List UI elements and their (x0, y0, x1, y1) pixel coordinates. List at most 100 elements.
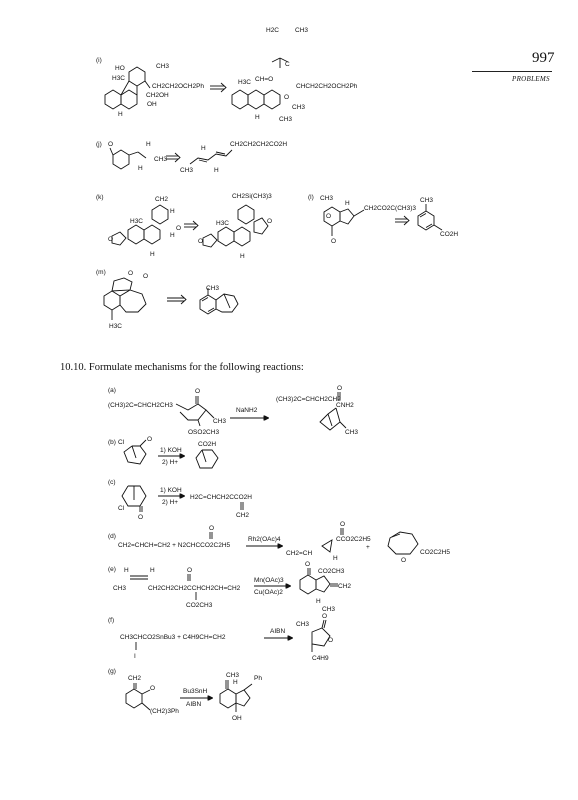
i-h: H (118, 111, 123, 118)
structure-j-precursor (189, 149, 233, 165)
i-ch3: CH3 (156, 63, 169, 70)
f-i: I (134, 653, 136, 660)
i-h3c: H3C (112, 75, 125, 82)
part-label-l: (l) (308, 194, 314, 201)
e-co2-b: CO2CH3 (318, 568, 345, 575)
f-c4h9: C4H9 (312, 655, 329, 662)
f-ch3: CH3 (296, 621, 309, 628)
i-chain-b: CHCH2CH2OCH2Ph (296, 83, 358, 90)
e-chain: CH2CH2CH2CCHCH2CH=CH2 (148, 585, 241, 592)
i-cho: CH=O (255, 76, 273, 83)
m-h3c: H3C (109, 323, 122, 330)
f-o2: O (328, 637, 333, 644)
e-o2: O (305, 561, 310, 568)
e-o: O (187, 567, 192, 574)
i-oh: OH (147, 101, 157, 108)
header-rule (472, 71, 552, 72)
m-o2: O (143, 273, 148, 280)
part-label-k: (k) (96, 194, 104, 201)
j-h3: H (201, 145, 206, 152)
structure-a-product (319, 407, 347, 431)
running-head: PROBLEMS (512, 75, 550, 83)
i-ch2oh: CH2OH (146, 92, 169, 99)
e-h2: H (150, 567, 155, 574)
a-product: (CH3)2C=CHCH2CH2 (276, 396, 341, 403)
a-reagent: NaNH2 (236, 407, 258, 414)
structure-e-product (299, 568, 338, 595)
k-h1: H (170, 208, 175, 215)
c-r2: 2) H+ (162, 499, 178, 506)
i-o: O (284, 94, 289, 101)
structure-a-reactant (175, 396, 215, 427)
j-ch3-b: CH3 (180, 167, 193, 174)
b-cl: Cl (118, 439, 125, 446)
l-co2h: CO2H (440, 231, 458, 238)
structure-k-precursor (202, 204, 269, 248)
i-ch3-d: CH3 (279, 116, 292, 123)
c-cl: Cl (118, 505, 125, 512)
structure-d-byproduct (387, 531, 419, 555)
k-o4: O (198, 238, 203, 245)
e-ch3-b: CH3 (322, 606, 335, 613)
e-h1: H (124, 567, 129, 574)
i-h2c: H2C (266, 27, 279, 34)
f-o: O (322, 613, 327, 620)
j-h4: H (214, 167, 219, 174)
m-ch3: CH3 (206, 285, 219, 292)
d-co2-b: CO2C2H5 (420, 549, 450, 556)
problem-heading: 10.10. Formulate mechanisms for the foll… (60, 362, 304, 373)
c-ch2: CH2 (236, 512, 249, 519)
part-label-a: (a) (108, 387, 116, 394)
k-h4: H (240, 253, 245, 260)
g-oh: OH (232, 715, 242, 722)
e-r2: Cu(OAc)2 (254, 589, 283, 596)
part-label-g: (g) (108, 668, 116, 675)
a-reactant: (CH3)2C=CHCH2CH3 (108, 402, 173, 409)
part-label-m: (m) (96, 269, 106, 276)
structure-j-target (109, 147, 147, 170)
structure-i-target (104, 66, 151, 110)
m-o: O (128, 270, 133, 277)
structure-g-reactant (125, 683, 151, 711)
i-ch3-c: CH3 (292, 104, 305, 111)
d-o3: O (401, 557, 406, 564)
b-r1: 1) KOH (160, 447, 182, 454)
structure-m-target (103, 277, 147, 320)
g-chain: (CH2)3Ph (150, 708, 179, 715)
structure-l-target (323, 206, 365, 236)
e-ch2: CH2 (338, 583, 351, 590)
structure-b-reactant (123, 439, 147, 465)
i-h3c-b: H3C (238, 79, 251, 86)
g-ch2: CH2 (128, 675, 141, 682)
g-ch3: CH3 (226, 672, 239, 679)
b-co2h: CO2H (198, 441, 216, 448)
j-h2: H (138, 165, 143, 172)
d-plus: + (366, 544, 370, 551)
structure-i-precursor (231, 57, 289, 110)
g-o: O (150, 685, 155, 692)
d-cco2: CCO2C2H5 (336, 536, 371, 543)
a-cnh2: CNH2 (336, 402, 354, 409)
d-reagent: Rh2(OAc)4 (248, 536, 281, 543)
i-ch3-b: CH3 (295, 27, 308, 34)
part-label-e: (e) (108, 566, 116, 573)
e-r1: Mn(OAc)3 (254, 577, 284, 584)
k-o: O (176, 225, 181, 232)
l-chain: CH2CO2C(CH3)3 (364, 205, 416, 212)
structure-m-precursor (199, 288, 239, 315)
d-h: H (333, 555, 338, 562)
i-h-b: H (255, 114, 260, 121)
k-h3c-b: H3C (216, 220, 229, 227)
l-o2: O (331, 238, 336, 245)
j-chain: CH2CH2CH2CO2H (230, 141, 287, 148)
f-reactant: CH3CHCO2SnBu3 + C4H9CH=CH2 (120, 634, 226, 641)
j-ch3: CH3 (154, 156, 167, 163)
a-ch3-b: CH3 (345, 429, 358, 436)
structure-f-product (311, 619, 331, 652)
k-h3: H (150, 251, 155, 258)
c-o: O (138, 514, 143, 521)
a-ch3: CH3 (213, 418, 226, 425)
g-ph: Ph (254, 675, 262, 682)
f-reagent: AIBN (270, 628, 285, 635)
